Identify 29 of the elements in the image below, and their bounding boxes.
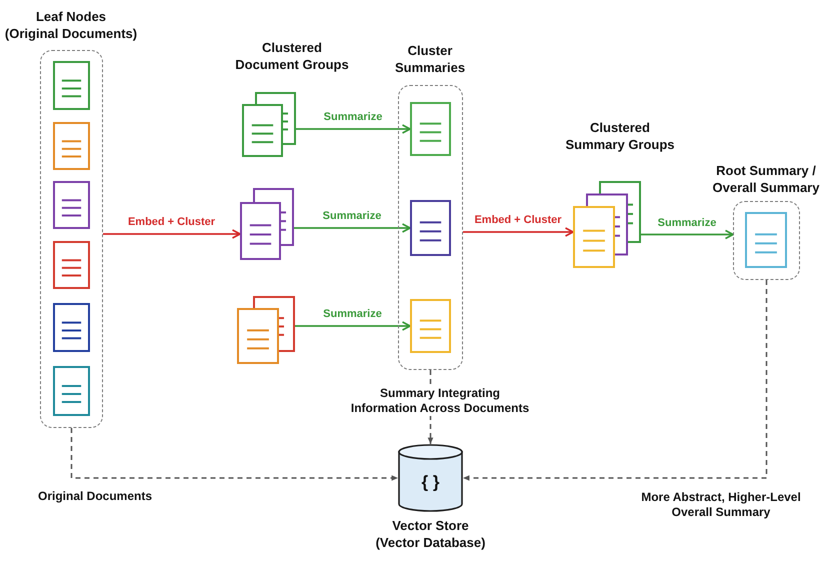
document-icon	[52, 302, 90, 352]
arrow	[294, 223, 411, 233]
column-heading: Clustered Document Groups	[234, 40, 350, 74]
document-icon	[744, 212, 786, 268]
edge-label: Original Documents	[36, 489, 154, 504]
code-braces-symbol: { }	[422, 473, 440, 490]
document-icon	[410, 102, 450, 156]
arrow	[641, 230, 734, 240]
document-icon	[52, 122, 90, 170]
arrow	[463, 227, 574, 237]
document-icon	[52, 366, 90, 416]
group-heading: Clustered Summary Groups	[564, 120, 676, 154]
group-heading: Root Summary / Overall Summary	[712, 162, 820, 196]
group-heading: Cluster Summaries	[394, 42, 466, 76]
document-stack-icon	[237, 296, 295, 364]
node-label: Vector Store (Vector Database)	[374, 518, 486, 552]
document-stack-icon	[242, 92, 296, 157]
arrow	[296, 124, 411, 134]
document-icon	[410, 298, 450, 352]
arrow	[295, 321, 411, 331]
arrow	[103, 229, 241, 239]
dashed-arrow	[70, 428, 398, 481]
document-stack-icon	[240, 188, 294, 260]
document-icon	[52, 60, 90, 110]
group-heading: Leaf Nodes (Original Documents)	[4, 8, 138, 42]
document-icon	[410, 200, 450, 256]
dashed-arrow	[463, 280, 768, 481]
document-icon	[52, 180, 90, 228]
document-icon	[52, 240, 90, 288]
